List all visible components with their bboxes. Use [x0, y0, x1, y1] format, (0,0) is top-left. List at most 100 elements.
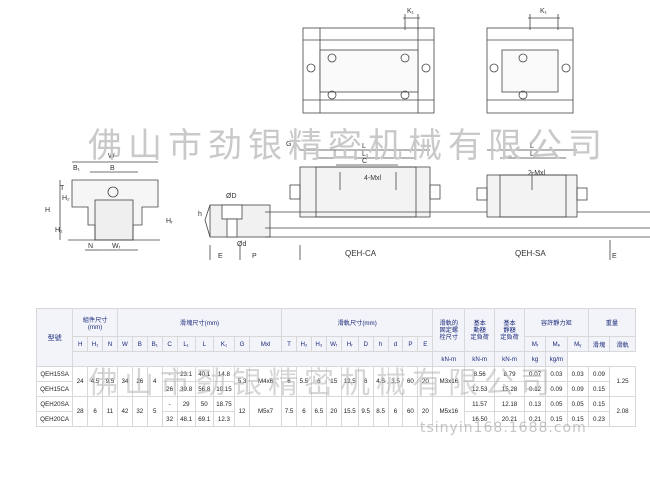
g-label: G — [286, 141, 291, 148]
sub-col: Mᵧ — [566, 336, 589, 352]
h-small-label: h — [198, 211, 202, 218]
table-cell: QEH20CA — [35, 411, 74, 427]
side-view-ca — [265, 149, 650, 238]
table-cell: QEH15SA — [35, 366, 74, 382]
sub-col: H₃ — [310, 336, 327, 352]
h-label: H — [45, 207, 50, 214]
k1-label: K₁ — [407, 8, 415, 15]
sub-col: N — [102, 336, 118, 352]
sub-col: H — [72, 336, 89, 352]
table-cell: M3x16 — [432, 366, 466, 397]
side-view-sa — [476, 149, 611, 260]
table-cell: 18.75 — [212, 396, 236, 412]
hr-label: Hᵣ — [166, 218, 173, 225]
n-label: N — [88, 243, 93, 250]
front-section-view — [59, 161, 160, 251]
sub-col: H₂ — [295, 336, 312, 352]
sub-col: B₁ — [146, 336, 163, 352]
table-cell: 11 — [102, 396, 118, 427]
table-cell: 32 — [161, 411, 178, 427]
table-cell: 24 — [72, 366, 89, 397]
b1-label: B₁ — [73, 165, 81, 172]
wr-label: Wᵣ — [112, 243, 121, 250]
table-cell: 6.5 — [310, 396, 327, 427]
four-mxl-label: 4-Mxl — [364, 175, 382, 182]
rail-hole-view — [204, 204, 301, 260]
t-label: T — [60, 185, 65, 192]
table-cell: 0.23 — [587, 411, 611, 427]
table-cell: QEH15CA — [35, 381, 74, 397]
table-cell: 1.25 — [609, 366, 636, 397]
table-cell: 0.05 — [566, 396, 589, 412]
sub-col: T — [281, 336, 297, 352]
watermark-company: 佛山市劲银精密机械有限公司 — [88, 126, 608, 166]
table-cell: 48.1 — [176, 411, 196, 427]
b-label: B — [110, 165, 115, 172]
w-label: W — [108, 153, 115, 160]
sub-col: Hᵣ — [340, 336, 359, 352]
table-cell: 0.15 — [587, 381, 611, 397]
top-view-sa — [486, 14, 574, 114]
table-cell: 0.15 — [545, 411, 568, 427]
sub-col: d — [387, 336, 404, 352]
sub-col: G — [234, 336, 250, 352]
d-label: Ød — [237, 241, 246, 248]
col-weight: 重量 — [587, 308, 637, 337]
table-cell: 69.1 — [194, 411, 214, 427]
sub-col: W — [116, 336, 133, 352]
sub-col: P — [402, 336, 419, 352]
table-cell: 0.09 — [587, 366, 611, 382]
technical-drawing: K₁ K₁ W B B₁ T H H₁ H₂ N Wᵣ Hᵣ ØD Ød h E… — [45, 8, 650, 260]
sub-col: 滑塊 — [587, 336, 611, 352]
l1-label-sa: L₁ — [530, 151, 537, 158]
table-cell: 0.15 — [587, 396, 611, 412]
table-cell: 15.5 — [340, 396, 359, 427]
h1-label: H₁ — [55, 227, 63, 234]
l-label-sa: L — [530, 143, 534, 150]
table-cell: 12.3 — [212, 411, 236, 427]
caption-sa: QEH-SA — [515, 249, 546, 258]
col-assembly: 組件尺寸 (mm) — [72, 308, 118, 337]
two-mxl-label: 2-Mxl — [528, 170, 546, 177]
sub-col: Wᵣ — [325, 336, 342, 352]
col-model: 型號 — [35, 308, 74, 367]
sub-col: C — [161, 336, 178, 352]
h2-label: H₂ — [62, 195, 70, 202]
col-rail: 滑軌尺寸(mm) — [281, 308, 434, 337]
col-static: 基本 靜額 定負荷 — [494, 308, 525, 352]
sub-col: Mxl — [248, 336, 283, 352]
caption-ca: QEH-CA — [345, 249, 377, 258]
sub-col: h — [372, 336, 389, 352]
sub-col: L₁ — [176, 336, 196, 352]
sub-col: D — [357, 336, 374, 352]
table-cell: 0.09 — [566, 381, 589, 397]
table-cell: M4x6 — [248, 366, 283, 397]
e-label-2: E — [612, 253, 617, 260]
od-label: ØD — [226, 193, 237, 200]
table-cell: M5x16 — [432, 396, 466, 427]
table-cell: 16.50 — [464, 411, 496, 427]
unit-mp: kN-m — [464, 351, 496, 367]
table-cell: 2.08 — [609, 396, 636, 427]
sub-col: B — [131, 336, 148, 352]
sub-col: Mₚ — [545, 336, 568, 352]
watermark-company-2: 佛山市劲银精密机械有限公司 — [88, 366, 556, 401]
table-cell: 0.15 — [566, 411, 589, 427]
l-label: L — [362, 143, 366, 150]
col-rail-bolt: 滑軌的 固定螺 栓尺寸 — [432, 308, 466, 352]
c-label: C — [362, 158, 367, 165]
col-block: 滑塊尺寸(mm) — [116, 308, 283, 337]
l1-label: L₁ — [362, 151, 369, 158]
col-dynamic: 基本 動額 定負荷 — [464, 308, 496, 352]
table-cell: 0.21 — [523, 411, 547, 427]
sub-col: L — [194, 336, 214, 352]
p-label: P — [252, 253, 257, 260]
watermark-url: tsinyin168.1688.com — [420, 420, 587, 436]
table-cell: 10.15 — [212, 381, 236, 397]
table-cell: M5x7 — [248, 396, 283, 427]
